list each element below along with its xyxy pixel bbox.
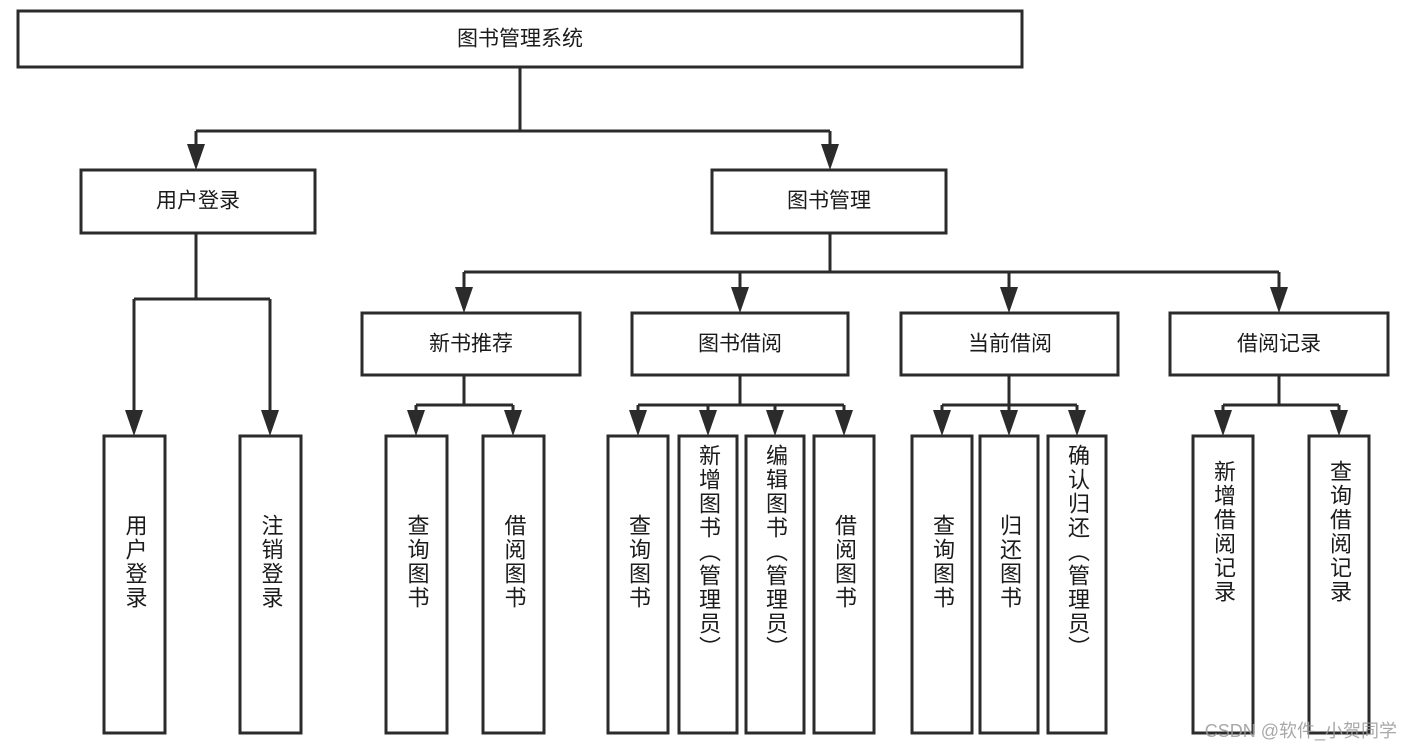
arrow-head-book-manage [821, 144, 839, 170]
arrow-head-user-login-leaf-1 [125, 410, 143, 436]
arrow-head-new-book-leaf-1 [407, 410, 425, 436]
node-borrow-record[interactable]: 借阅记录 [1168, 311, 1390, 377]
node-book-manage-box[interactable] [710, 168, 948, 235]
arrow-head-current-borrow-leaf-2 [1000, 410, 1018, 436]
connector-group-book-borrow [629, 375, 853, 436]
node-book-borrow-box[interactable] [630, 311, 850, 377]
leaf-box-current-borrow-2[interactable] [978, 434, 1040, 735]
node-root[interactable]: 图书管理系统 [16, 9, 1024, 69]
arrow-head-book-borrow [731, 287, 749, 313]
leaf-box-current-borrow-1[interactable] [910, 434, 974, 735]
leaf-box-new-book-1[interactable] [384, 434, 449, 735]
node-current-borrow[interactable]: 当前借阅 [899, 311, 1120, 377]
node-current-borrow-label: 当前借阅 [968, 333, 1052, 356]
connector-group-user-login [125, 233, 279, 436]
leaf-box-new-book-2[interactable] [481, 434, 546, 735]
node-root-box[interactable] [16, 9, 1024, 69]
node-user-login-box[interactable] [79, 168, 317, 235]
node-book-borrow-label: 图书借阅 [698, 333, 782, 356]
leaf-box-user-login-2[interactable] [238, 434, 303, 735]
node-root-label: 图书管理系统 [457, 28, 583, 51]
connector-group-new-book [407, 375, 522, 436]
leaf-box-user-login-1[interactable] [102, 434, 167, 735]
node-current-borrow-box[interactable] [899, 311, 1120, 377]
arrow-head-book-borrow-leaf-1 [629, 410, 647, 436]
leaf-box-current-borrow-3[interactable] [1046, 434, 1108, 735]
arrow-head-borrow-record-leaf-2 [1330, 410, 1348, 436]
node-user-login-label: 用户登录 [156, 190, 240, 213]
connector-group-current-borrow [933, 375, 1086, 436]
node-borrow-record-label: 借阅记录 [1237, 333, 1321, 356]
arrow-head-book-borrow-leaf-4 [835, 410, 853, 436]
node-book-manage[interactable]: 图书管理 [710, 168, 948, 235]
connector-group-root [187, 67, 839, 170]
arrow-head-book-borrow-leaf-3 [766, 410, 784, 436]
leaf-box-book-borrow-4[interactable] [812, 434, 876, 735]
leaf-box-book-borrow-2[interactable] [677, 434, 739, 735]
node-new-book[interactable]: 新书推荐 [360, 311, 582, 377]
node-book-manage-label: 图书管理 [787, 190, 871, 213]
arrow-head-current-borrow-leaf-1 [933, 410, 951, 436]
node-borrow-record-box[interactable] [1168, 311, 1390, 377]
arrow-head-borrow-record [1270, 287, 1288, 313]
leaf-box-book-borrow-1[interactable] [606, 434, 670, 735]
leaf-box-borrow-record-2[interactable] [1307, 434, 1371, 735]
leaf-box-book-borrow-3[interactable] [744, 434, 806, 735]
arrow-head-new-book-leaf-2 [504, 410, 522, 436]
arrow-head-user-login [187, 144, 205, 170]
arrow-head-book-borrow-leaf-2 [699, 410, 717, 436]
node-book-borrow[interactable]: 图书借阅 [630, 311, 850, 377]
connector-group-borrow-record [1214, 375, 1348, 436]
arrow-head-user-login-leaf-2 [261, 410, 279, 436]
arrow-head-current-borrow [1000, 287, 1018, 313]
arrow-head-borrow-record-leaf-1 [1214, 410, 1232, 436]
arrow-head-new-book [455, 287, 473, 313]
node-new-book-label: 新书推荐 [429, 333, 513, 356]
node-user-login[interactable]: 用户登录 [79, 168, 317, 235]
arrow-head-current-borrow-leaf-3 [1068, 410, 1086, 436]
leaf-box-borrow-record-1[interactable] [1191, 434, 1255, 735]
node-new-book-box[interactable] [360, 311, 582, 377]
connector-group-book-manage [455, 233, 1288, 313]
